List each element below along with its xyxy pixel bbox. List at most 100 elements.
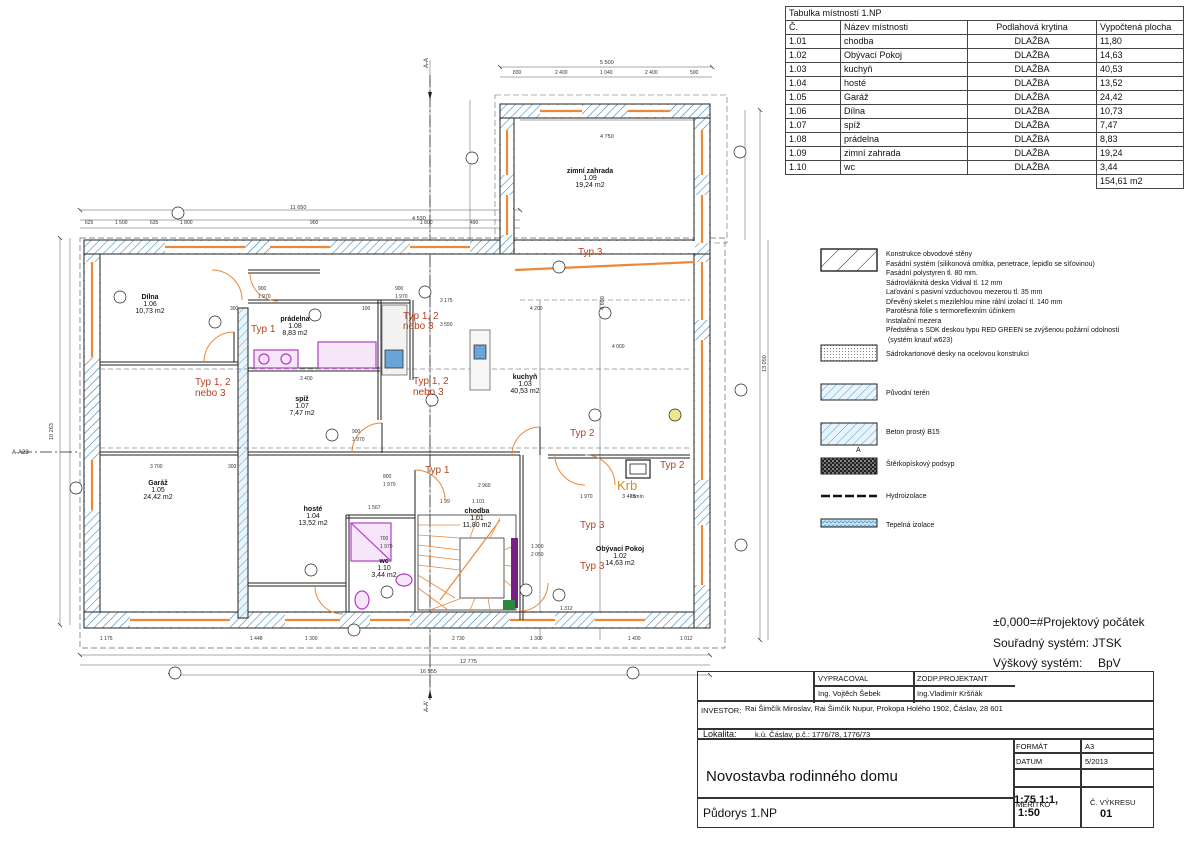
staircase	[417, 514, 517, 611]
legend-item-drywall: Sádrokartonové desky na ocelovou konstru…	[886, 351, 1029, 358]
table-header: Vypočtená plocha	[1096, 20, 1184, 35]
svg-text:1 800: 1 800	[180, 220, 193, 226]
table-header: Č.	[785, 20, 841, 35]
meritko-label: MĚŘÍTKO	[1016, 800, 1051, 809]
svg-text:komín: komín	[630, 494, 644, 500]
svg-text:490: 490	[470, 220, 479, 226]
wall-type-label: nebo 3	[413, 387, 444, 398]
cislo-label: Č. VÝKRESU	[1090, 798, 1136, 807]
dim-3475: 3 475	[622, 494, 636, 500]
room-table-title: Tabulka místností 1.NP	[785, 6, 1184, 21]
svg-text:2 050: 2 050	[531, 552, 544, 558]
wall-type-label: Typ 3	[578, 247, 603, 258]
dim-4690: 4 690	[600, 296, 606, 310]
svg-text:1 500: 1 500	[115, 220, 128, 226]
wall-type-label: Typ 2	[570, 428, 595, 439]
section-label-bottom: A-A'	[424, 701, 430, 712]
sanitary-fixtures	[253, 341, 413, 610]
format-value: A3	[1085, 742, 1095, 751]
cislo-value: 01	[1100, 808, 1113, 820]
svg-text:900: 900	[310, 220, 319, 226]
investor-label: INVESTOR:	[701, 706, 742, 715]
svg-text:900: 900	[258, 286, 267, 292]
svg-text:1 970: 1 970	[380, 544, 393, 550]
svg-text:625: 625	[85, 220, 94, 226]
legend-swatches	[820, 248, 878, 528]
dim-13050: 13 050	[762, 355, 768, 372]
dimension-lines	[59, 60, 769, 700]
legend-item-wall: Konstrukce obvodové stěny Fasádní systém…	[886, 251, 1120, 344]
svg-text:1 312: 1 312	[560, 606, 573, 612]
lokalita-label: Lokalita:	[703, 729, 737, 739]
coordinate-system: Souřadný systém: JTSK	[993, 636, 1122, 650]
svg-text:1 300: 1 300	[530, 636, 543, 642]
vypracoval-label: VYPRACOVAL	[818, 674, 869, 683]
fireplace	[625, 459, 651, 479]
legend-item-gravel: Štěrkopískový podsyp	[886, 461, 955, 468]
svg-text:3 700: 3 700	[150, 464, 163, 470]
svg-text:1 970: 1 970	[352, 437, 365, 443]
legend-item-thermal: Tepelná izolace	[886, 522, 935, 529]
zodp-label: ZODP.PROJEKTANT	[917, 674, 988, 683]
svg-text:900: 900	[352, 429, 361, 435]
legend-item-terrain: Původní terén	[886, 390, 930, 397]
dim-12775: 12 775	[460, 659, 477, 665]
svg-text:2 400: 2 400	[645, 70, 658, 76]
svg-text:2 730: 2 730	[452, 636, 465, 642]
room-table: Tabulka místností 1.NP Č. Název místnost…	[785, 6, 1184, 189]
svg-text:635: 635	[150, 220, 159, 226]
wall-type-label: Typ 1, 2	[195, 377, 231, 388]
investor-text: Rai Šimčík Miroslav, Rai Šimčík Nupur, P…	[745, 704, 1003, 713]
section-label-top: A-A	[424, 58, 430, 68]
datum-value: 5/2013	[1085, 757, 1108, 766]
legend-item-hydro: Hydroizolace	[886, 493, 927, 500]
svg-text:300: 300	[230, 306, 239, 312]
dim-10263: 10 263	[49, 423, 55, 440]
svg-text:1 175: 1 175	[100, 636, 113, 642]
svg-text:1 970: 1 970	[580, 494, 593, 500]
datum-label: DATUM	[1016, 757, 1043, 766]
interior-walls	[100, 269, 690, 620]
svg-text:1 970: 1 970	[258, 294, 271, 300]
vypracoval-name: Ing. Vojtěch Šebek	[818, 689, 881, 698]
height-system-value: BpV	[1098, 656, 1121, 670]
wall-type-label: Typ 3	[580, 561, 605, 572]
format-label: FORMÁT	[1016, 742, 1048, 751]
door-tags	[69, 145, 748, 680]
svg-text:3 400: 3 400	[300, 376, 313, 382]
svg-text:4 000: 4 000	[612, 344, 625, 350]
section-arrows	[428, 92, 432, 698]
svg-text:3 175: 3 175	[440, 298, 453, 304]
wall-type-label: nebo 3	[195, 388, 226, 399]
meritko-overlay: 1:75 1:1,	[1014, 794, 1059, 806]
svg-text:100: 100	[362, 306, 371, 312]
fireplace-label: Krb	[617, 478, 638, 493]
table-header: Název místnosti	[840, 20, 968, 35]
wall-type-label: Typ 1, 2	[403, 311, 439, 322]
room-table-total: 154,61 m2	[1096, 174, 1184, 189]
svg-text:500: 500	[690, 70, 699, 76]
svg-text:4 200: 4 200	[530, 306, 543, 312]
svg-text:1 012: 1 012	[680, 636, 693, 642]
legend-item-concrete: Beton prostý B15	[886, 429, 940, 436]
dim-5500: 5 500	[600, 60, 614, 66]
svg-text:1 040: 1 040	[600, 70, 613, 76]
windows	[90, 109, 704, 622]
overhang-outline	[79, 237, 726, 649]
wall-type-label: Typ 1	[425, 465, 450, 476]
